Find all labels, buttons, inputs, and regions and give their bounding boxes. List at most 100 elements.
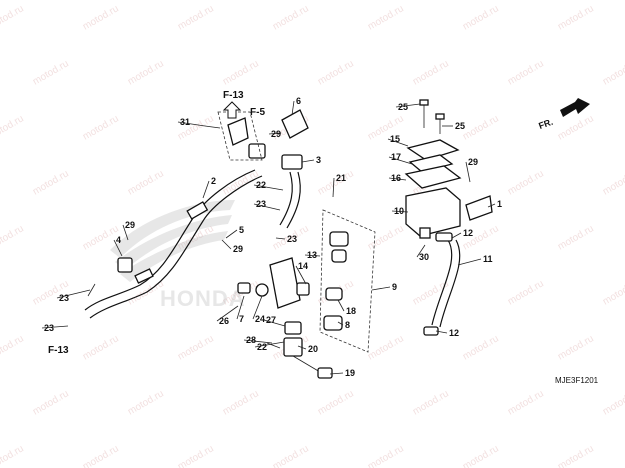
watermark-text: motod.ru (556, 113, 596, 142)
push-rod-clevis (283, 337, 333, 379)
callout-29: 29 (125, 220, 135, 230)
callout-7: 7 (239, 314, 244, 324)
watermark-text: motod.ru (176, 443, 216, 468)
hose-joint (281, 109, 309, 170)
hose-clamp (227, 117, 266, 159)
watermark-text: motod.ru (366, 223, 406, 252)
callout-13: 13 (307, 250, 317, 260)
watermark-text: motod.ru (176, 333, 216, 362)
watermark-text: motod.ru (556, 223, 596, 252)
diagram-code: MJE3F1201 (555, 376, 599, 385)
reservoir-bracket (465, 195, 493, 221)
leader-line (465, 161, 471, 183)
reservoir-hose-left (279, 171, 301, 229)
callout-30: 30 (419, 252, 429, 262)
leader-line (337, 321, 344, 326)
leader-line (113, 239, 123, 257)
leader-line (275, 237, 286, 240)
watermark-text: motod.ru (601, 388, 625, 417)
leader-line (387, 138, 409, 147)
watermark-text: motod.ru (461, 113, 501, 142)
callout-3: 3 (316, 155, 321, 165)
callout-10: 10 (394, 206, 404, 216)
leader-line (295, 265, 307, 285)
ref-label-f13-top: F-13 (223, 90, 244, 101)
watermark-text: motod.ru (31, 168, 71, 197)
leader-line (56, 289, 91, 299)
watermark-text: motod.ru (126, 388, 166, 417)
leader-line (301, 159, 315, 163)
leader-line (332, 177, 335, 198)
leader-line (329, 372, 344, 375)
callout-12: 12 (463, 228, 473, 238)
watermark-text: motod.ru (366, 333, 406, 362)
leader-line (254, 341, 285, 348)
leader-line (451, 232, 462, 239)
leader-line (253, 203, 281, 211)
callout-25: 25 (455, 121, 465, 131)
watermark-text: motod.ru (81, 113, 121, 142)
callout-21: 21 (336, 173, 346, 183)
watermark-text: motod.ru (461, 333, 501, 362)
ref-label-f13-bottom: F-13 (48, 345, 69, 356)
leader-line (291, 100, 295, 116)
leader-line (388, 177, 407, 181)
callout-24: 24 (255, 314, 265, 324)
leader-line (263, 319, 286, 327)
callout-20: 20 (308, 344, 318, 354)
watermark-text: motod.ru (461, 443, 501, 468)
watermark-text: motod.ru (411, 58, 451, 87)
honda-wing-logo: HONDA (110, 200, 246, 311)
callout-5: 5 (239, 225, 244, 235)
leader-line (297, 345, 307, 350)
leader-line (268, 132, 282, 135)
callout-15: 15 (390, 134, 400, 144)
callout-23: 23 (256, 199, 266, 209)
callout-12: 12 (449, 328, 459, 338)
watermark-text: motod.ru (506, 168, 546, 197)
leader-line (371, 286, 391, 291)
leader-line (243, 339, 273, 344)
watermark-text: motod.ru (221, 388, 261, 417)
reservoir (404, 139, 462, 239)
leader-line (122, 224, 129, 241)
watermark-text: motod.ru (556, 333, 596, 362)
watermark-text: motod.ru (0, 3, 26, 32)
piston-kit (319, 209, 376, 353)
callout-23: 23 (59, 293, 69, 303)
leader-line (395, 103, 421, 108)
leader-line (388, 156, 413, 165)
callout-1: 1 (497, 199, 502, 209)
watermark-text: motod.ru (506, 388, 546, 417)
watermark-text: motod.ru (81, 333, 121, 362)
leader-line (177, 121, 206, 127)
watermark-text: motod.ru (461, 3, 501, 32)
callout-23: 23 (44, 323, 54, 333)
leader-line (252, 295, 263, 320)
reference-dashed-box (217, 111, 263, 161)
watermark-text: motod.ru (316, 58, 356, 87)
watermark-text: motod.ru (601, 58, 625, 87)
leader-line (435, 330, 448, 334)
callout-14: 14 (298, 261, 308, 271)
watermark-text: motod.ru (506, 58, 546, 87)
callout-23: 23 (287, 234, 297, 244)
watermark-text: motod.ru (556, 3, 596, 32)
watermark-text: motod.ru (366, 443, 406, 468)
watermark-text: motod.ru (316, 388, 356, 417)
honda-logo-text: HONDA (160, 286, 246, 311)
callout-8: 8 (345, 320, 350, 330)
callout-31: 31 (180, 117, 190, 127)
callout-19: 19 (345, 368, 355, 378)
watermark-text: motod.ru (0, 223, 26, 252)
watermark-text: motod.ru (31, 388, 71, 417)
watermark-text: motod.ru (411, 388, 451, 417)
leader-line (391, 210, 409, 213)
leader-line (457, 258, 482, 266)
watermark-text: motod.ru (271, 443, 311, 468)
watermark-text: motod.ru (411, 278, 451, 307)
reservoir-hose-right (423, 232, 461, 336)
callout-4: 4 (116, 235, 121, 245)
